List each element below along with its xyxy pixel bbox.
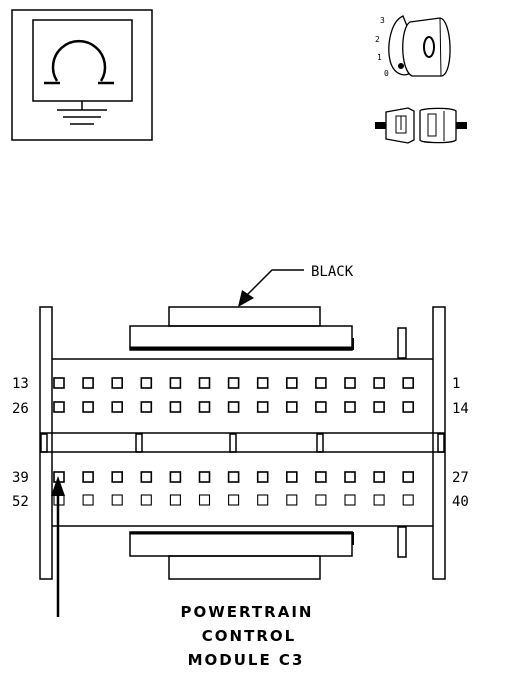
- callout-arrowhead: [238, 290, 254, 307]
- pin-cavity: [256, 471, 269, 483]
- pin-cavity: [227, 471, 240, 483]
- pin-label-13: 13: [12, 376, 29, 392]
- pin-cavity: [373, 377, 385, 389]
- pin-indicator-arrow: [51, 476, 65, 617]
- pin-cavity: [227, 401, 240, 413]
- key-position-0: 0: [384, 69, 389, 78]
- pin-cavity: [402, 471, 415, 483]
- connector-icon: [375, 107, 467, 144]
- key-position-2: 2: [375, 35, 380, 44]
- pin-cavity: [373, 494, 385, 506]
- pin-cavity: [111, 494, 123, 506]
- pin-cavity: [402, 494, 414, 506]
- pin-cavity: [315, 471, 327, 483]
- pin-cavity: [198, 471, 211, 483]
- pin-number-labels: 13 1 26 14 39 27 52 40: [12, 376, 469, 510]
- key-position-1: 1: [377, 53, 382, 62]
- pin-cavity: [169, 401, 182, 413]
- pin-cavity: [111, 401, 123, 413]
- pin-cavity: [344, 377, 356, 389]
- pin-cavity: [315, 377, 327, 389]
- pin-cavity: [256, 401, 269, 413]
- pin-cavity: [256, 377, 269, 389]
- pin-cavity: [82, 494, 94, 506]
- pin-cavity: [198, 377, 211, 389]
- pin-cavity: [344, 471, 356, 483]
- pin-cavity: [140, 471, 153, 483]
- pin-label-27: 27: [452, 470, 469, 486]
- pin-cavity: [373, 401, 385, 413]
- pin-cavity: [140, 401, 153, 413]
- pin-label-39: 39: [12, 470, 29, 486]
- pin-cavity: [285, 401, 298, 413]
- pin-cavity: [257, 494, 269, 506]
- pin-cavity: [286, 494, 298, 506]
- pin-cavity: [169, 471, 182, 483]
- pin-cavity: [315, 401, 327, 413]
- title-line-2: CONTROL: [202, 627, 296, 645]
- pin-cavity: [169, 377, 182, 389]
- pin-cavity: [198, 494, 211, 506]
- pin-cavity: [82, 471, 94, 483]
- pin-cavity: [227, 377, 240, 389]
- pin-cavity: [315, 494, 327, 506]
- ignition-key-icon: 3 2 1 0: [375, 15, 451, 78]
- connector-body: [39, 306, 446, 580]
- pin-cavity: [373, 471, 385, 483]
- pin-cavity: [111, 471, 123, 483]
- pin-cavity: [344, 494, 356, 506]
- key-position-3: 3: [380, 16, 385, 25]
- title-line-3: MODULE C3: [188, 651, 305, 669]
- pin-cavity: [285, 471, 298, 483]
- pin-cavities: [53, 377, 415, 506]
- pin-cavity: [111, 377, 123, 389]
- connector-title: POWERTRAIN CONTROL MODULE C3: [181, 603, 314, 669]
- pin-label-26: 26: [12, 401, 29, 417]
- pin-cavity: [228, 494, 240, 506]
- pin-label-40: 40: [452, 494, 469, 510]
- pin-cavity: [53, 377, 65, 389]
- pin-cavity: [344, 401, 356, 413]
- separator-posts: [40, 433, 445, 453]
- pin-cavity: [140, 377, 153, 389]
- pin-cavity: [285, 377, 298, 389]
- pin-cavity: [82, 401, 94, 413]
- wire-color-label: BLACK: [311, 264, 354, 280]
- pin-cavity: [140, 494, 152, 506]
- wire-color-callout: BLACK: [238, 264, 354, 307]
- pin-label-52: 52: [12, 494, 29, 510]
- pin-cavity: [82, 377, 94, 389]
- pin-cavity: [169, 494, 181, 506]
- pin-label-14: 14: [452, 401, 469, 417]
- pin-cavity: [53, 401, 65, 413]
- pin-cavity: [402, 401, 415, 413]
- pin-cavity: [198, 401, 211, 413]
- pin-label-1: 1: [452, 376, 460, 392]
- pin-cavity: [402, 377, 415, 389]
- title-line-1: POWERTRAIN: [181, 603, 314, 621]
- ground-symbol-icon: [11, 9, 153, 141]
